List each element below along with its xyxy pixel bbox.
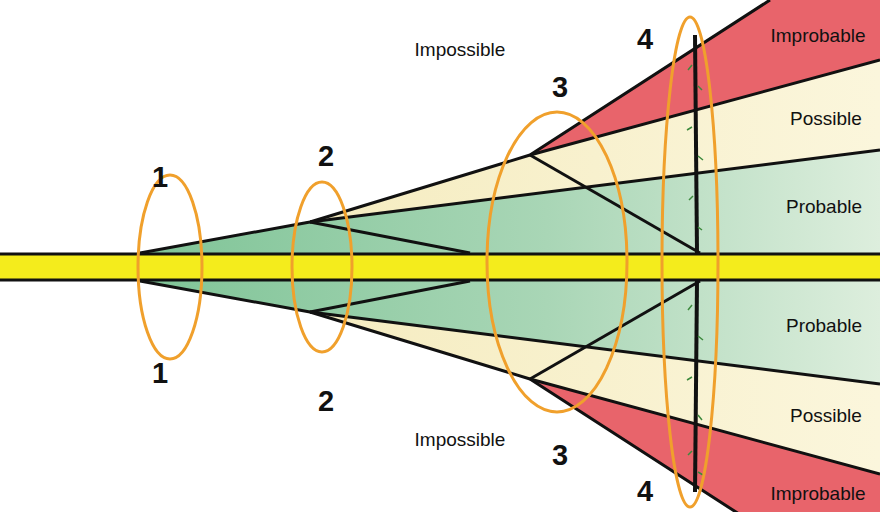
cone-lines <box>140 0 880 512</box>
region-label: Probable <box>786 197 862 218</box>
sprout-marks <box>687 65 703 475</box>
callout-number: 3 <box>552 440 568 472</box>
region-label: Impossible <box>415 40 506 61</box>
horizon-line <box>695 35 697 253</box>
region-label: Possible <box>790 109 862 130</box>
callout-number: 4 <box>637 24 653 56</box>
improbable-band <box>530 0 880 155</box>
possible-band <box>310 60 880 222</box>
horizon-line <box>695 281 697 492</box>
callout-number: 1 <box>152 162 168 194</box>
present-band <box>0 254 880 280</box>
possible-band <box>310 312 880 474</box>
callout-number: 2 <box>318 386 334 418</box>
region-label: Improbable <box>770 484 865 505</box>
region-label: Probable <box>786 316 862 337</box>
time-ellipses <box>138 17 718 507</box>
band-edge <box>0 279 880 282</box>
region-label: Improbable <box>770 26 865 47</box>
band-edge <box>0 253 880 256</box>
callout-number: 1 <box>152 358 168 390</box>
callout-number: 3 <box>552 72 568 104</box>
region-label: Impossible <box>415 430 506 451</box>
callout-number: 2 <box>318 141 334 173</box>
callout-number: 4 <box>637 476 653 508</box>
region-label: Possible <box>790 406 862 427</box>
